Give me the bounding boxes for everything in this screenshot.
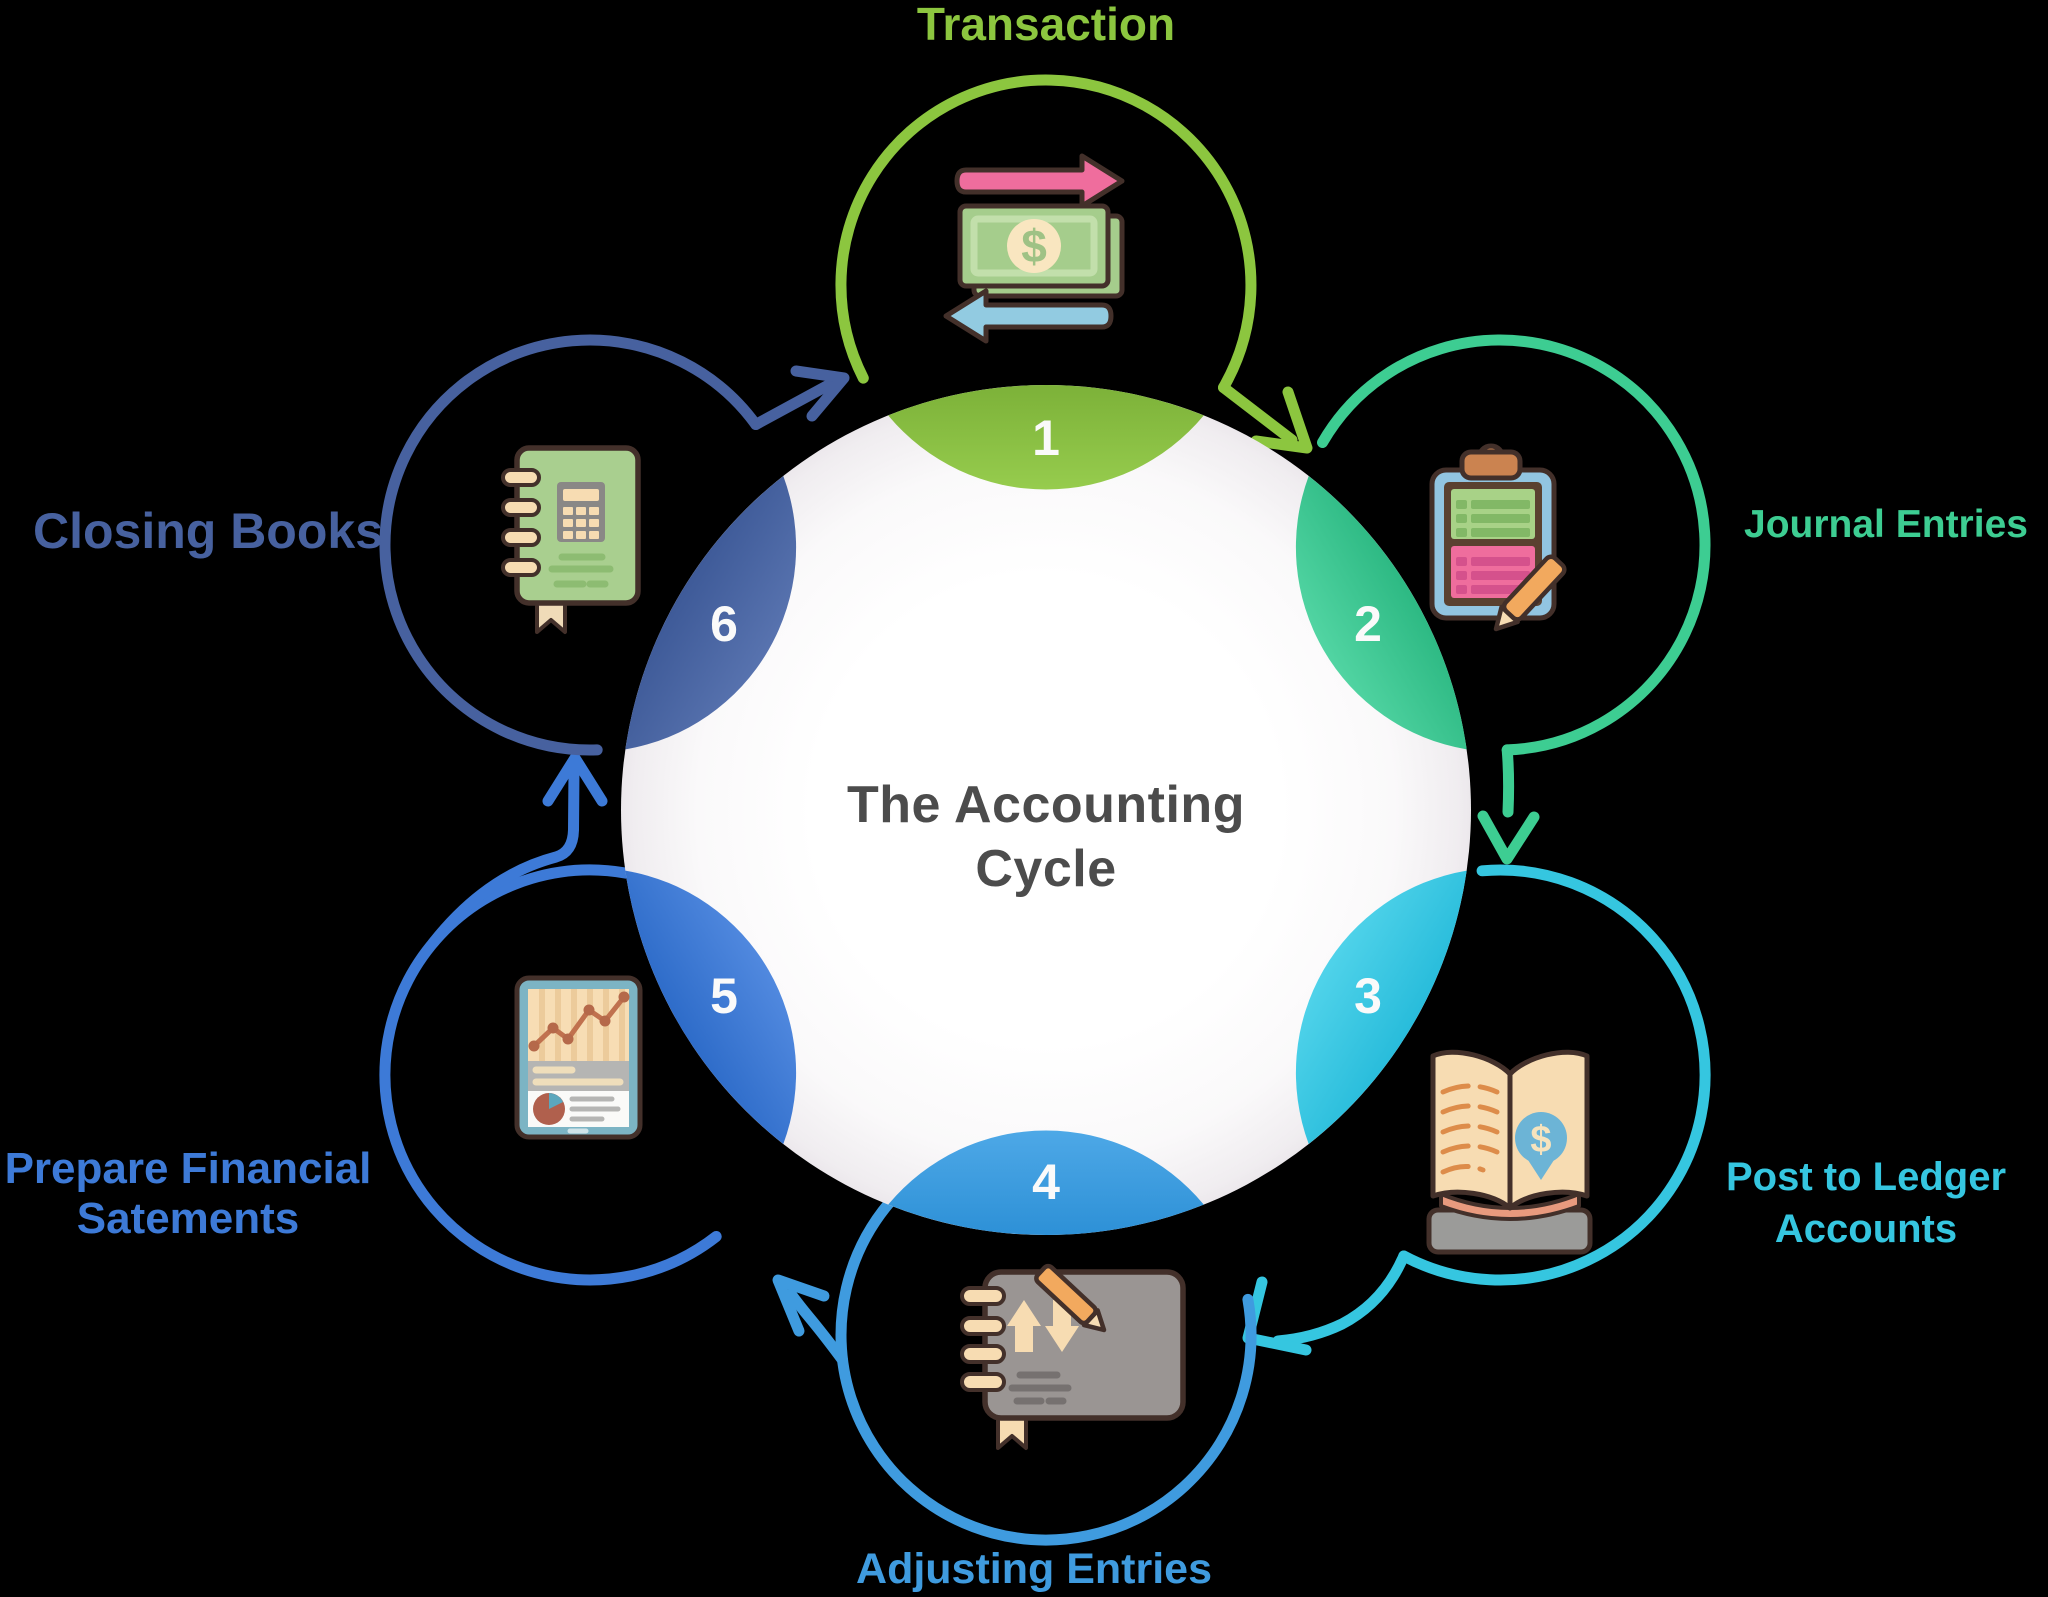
- step-3-number: 3: [1354, 968, 1382, 1024]
- notebook-cover: [982, 1269, 1186, 1421]
- arrow-step-1-to-2-head: [1250, 386, 1313, 454]
- arrow-step-4-to-5: [785, 1288, 848, 1366]
- page-title-line2: Cycle: [975, 840, 1116, 898]
- step-2-number: 2: [1354, 596, 1382, 652]
- step-3-segment: [1295, 870, 1467, 1144]
- step-3-label-line2: Accounts: [1775, 1207, 1957, 1251]
- arrow-step-6-to-1: [750, 376, 840, 430]
- arrow-step-1-to-2: [1218, 382, 1298, 446]
- notebook-bookmark: [996, 1414, 1028, 1450]
- arrow-step-5-to-6: [427, 763, 580, 949]
- cycle-center-circle: [621, 385, 1471, 1235]
- step-6-number: 6: [710, 596, 738, 652]
- step-2-label: Journal Entries: [1744, 503, 2028, 546]
- step-6-label: Closing Books: [33, 503, 383, 559]
- arrow-step-6-to-1-head: [790, 365, 850, 422]
- book-text-lines: [548, 553, 614, 588]
- arrow-step-3-to-4: [1272, 1250, 1410, 1347]
- up-arrow-icon: [1007, 1300, 1041, 1352]
- step-3-ring: [1398, 864, 1711, 1286]
- notebook-text-lines: [1008, 1371, 1072, 1405]
- step-1-ring: [835, 74, 1257, 393]
- step-4-number: 4: [1032, 1154, 1060, 1210]
- step-6-ring: [379, 334, 762, 756]
- banknote-seal: [1007, 219, 1061, 273]
- step-5-label-line1: Prepare Financial: [5, 1144, 372, 1193]
- step-2-segment: [1295, 476, 1467, 750]
- pencil-icon: [1493, 554, 1567, 632]
- transfer-out-arrow-icon: [954, 153, 1125, 209]
- clipboard-clip: [1459, 449, 1523, 481]
- step-1-segment: [888, 385, 1204, 490]
- step-5-label-line2: Satements: [77, 1194, 300, 1243]
- step-1-number: 1: [1032, 410, 1060, 466]
- step-2-ring: [1317, 334, 1711, 756]
- banknote-dollar-glyph: $: [1021, 220, 1047, 272]
- ledger-page-lines: [1440, 1083, 1500, 1175]
- step-6-segment: [625, 476, 797, 750]
- arrow-step-5-to-6-head: [542, 752, 608, 807]
- financial-report-tablet-icon: [514, 975, 643, 1140]
- money-transfer-icon: $: [943, 153, 1125, 344]
- closing-book-icon: [501, 445, 641, 634]
- tablet-gray-band: [528, 1061, 629, 1091]
- arrow-step-4-to-5-head: [772, 1274, 830, 1337]
- arrow-step-2-to-3: [1501, 744, 1515, 818]
- step-4-ring: [835, 1197, 1257, 1546]
- ledger-dollar-glyph: $: [1530, 1119, 1551, 1161]
- ledger-book-icon: $: [1426, 1049, 1593, 1255]
- transfer-in-arrow-icon: [943, 288, 1114, 344]
- step-5-ring: [379, 864, 722, 1286]
- step-4-label: Adjusting Entries: [856, 1545, 1212, 1593]
- arrow-step-2-to-3-head: [1477, 810, 1540, 865]
- ledger-dollar-pin: [1515, 1112, 1567, 1164]
- step-1-label: Transaction: [917, 0, 1175, 50]
- page-title-line1: The Accounting: [847, 776, 1245, 834]
- step-5-number: 5: [710, 968, 738, 1024]
- adjusting-notebook-icon: [960, 1263, 1186, 1450]
- journal-clipboard-icon: [1429, 443, 1567, 632]
- ledger-under-pages: [1439, 1192, 1581, 1221]
- step-3-label-line1: Post to Ledger: [1726, 1155, 2006, 1199]
- step-4-segment: [888, 1130, 1204, 1235]
- step-5-segment: [625, 870, 797, 1144]
- pencil-icon: [1034, 1263, 1107, 1333]
